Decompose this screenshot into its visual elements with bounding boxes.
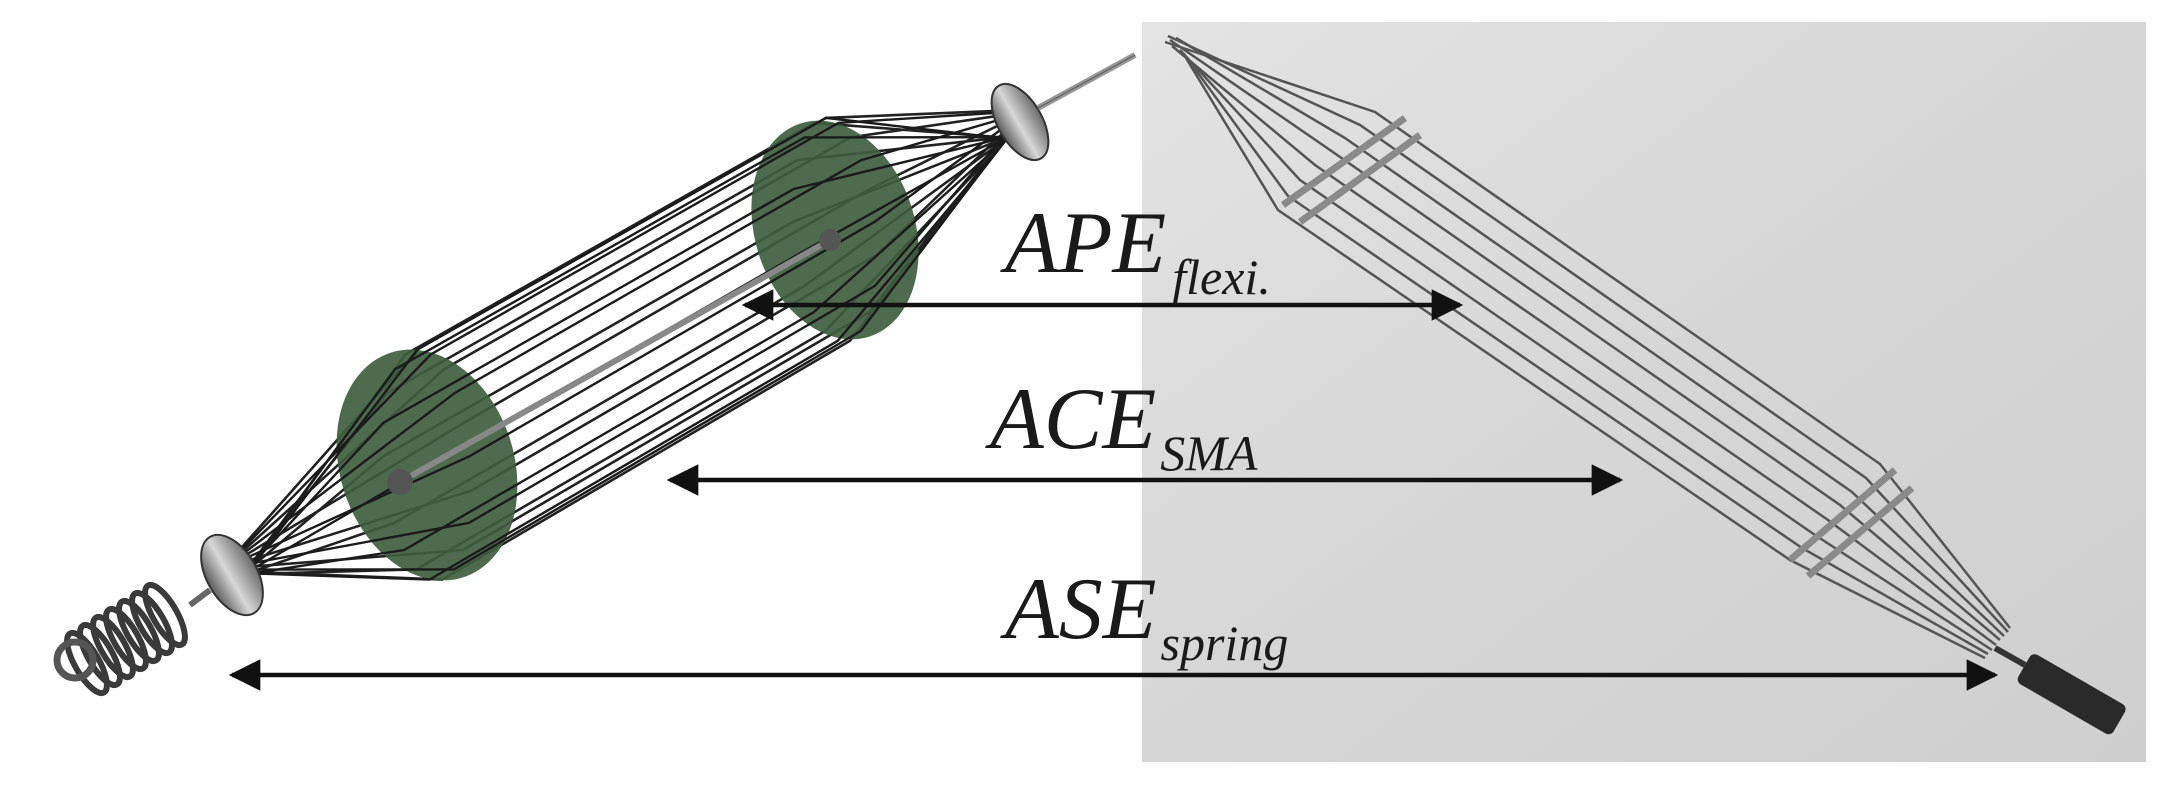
cage-wire bbox=[234, 117, 1019, 566]
photo-rings bbox=[1280, 115, 1915, 579]
cage-wire bbox=[234, 133, 1019, 584]
spring-hook bbox=[53, 638, 97, 682]
bottom-end-cap bbox=[188, 533, 264, 617]
dimension-arrows bbox=[228, 289, 1999, 691]
cage-wire bbox=[234, 131, 1019, 582]
cage-wire bbox=[234, 135, 1019, 587]
top-end-cap bbox=[990, 52, 1137, 161]
cage-wire bbox=[234, 127, 1019, 578]
hub-top bbox=[819, 229, 841, 251]
spring-coil bbox=[64, 629, 110, 697]
spring-coil bbox=[103, 605, 149, 673]
cad-model bbox=[53, 52, 1137, 697]
spring-coil bbox=[129, 589, 175, 657]
central-rod bbox=[398, 237, 832, 485]
cage-wire bbox=[234, 116, 1019, 590]
hub-bottom bbox=[387, 469, 413, 495]
cage-wire bbox=[234, 124, 1019, 581]
photo-actuator bbox=[1164, 34, 2011, 660]
cage-wire bbox=[234, 119, 1019, 568]
prototype-photo bbox=[1142, 22, 2146, 762]
cage-wire bbox=[234, 126, 1019, 576]
label-ase: ASEspring bbox=[1000, 561, 1288, 671]
cage-wire bbox=[234, 122, 1019, 571]
label-ace: ACESMA bbox=[985, 371, 1258, 481]
cage-wire bbox=[234, 110, 1019, 558]
spring-coil bbox=[116, 597, 162, 665]
photo-end-cap bbox=[1993, 645, 2126, 735]
spring-coil bbox=[142, 581, 188, 649]
spring-coil bbox=[90, 613, 136, 681]
